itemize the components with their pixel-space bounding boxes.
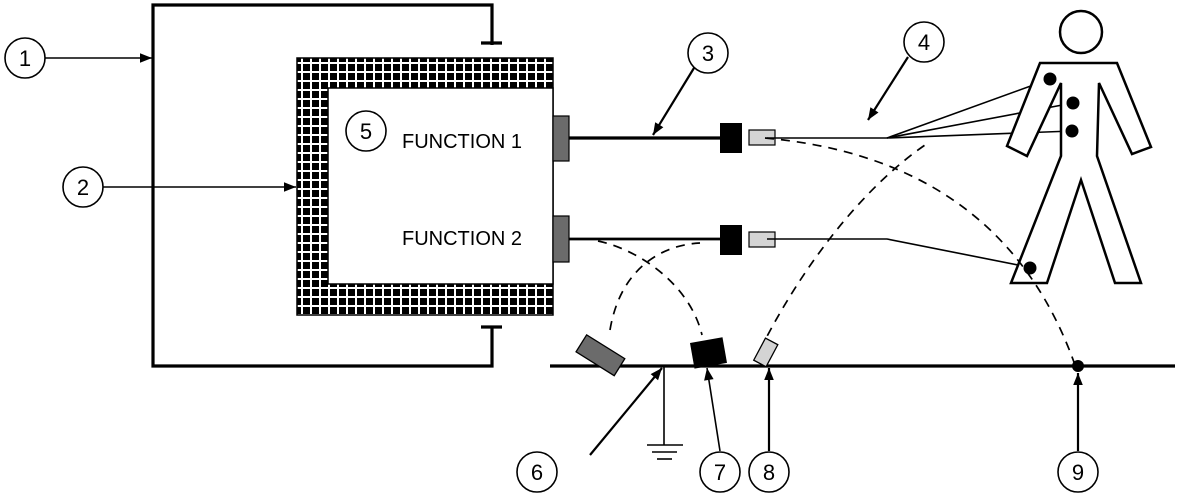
function-2-plug [720,225,742,255]
electrode [1043,72,1057,86]
svg-text:7: 7 [714,460,726,485]
function-1-label: FUNCTION 1 [402,131,522,153]
function-2-panel-connector [552,215,570,263]
grounded-lead-plug [752,337,779,368]
human-figure-icon [1005,9,1153,285]
function-2-label: FUNCTION 2 [402,228,522,250]
callout-leaders [45,53,1083,456]
callout-3: 3 [687,32,729,74]
patient-leads [767,78,1074,268]
callout-1: 1 [4,37,46,79]
callout-5: 5 [345,110,387,152]
callout-6: 6 [516,451,558,493]
function-1-panel-connector [552,115,570,162]
electrode [1066,96,1080,110]
svg-text:6: 6 [531,460,543,485]
shielded-enclosure [296,57,554,316]
svg-text:2: 2 [77,175,89,200]
grounded-panel-connector [575,333,626,377]
electrode [1065,124,1079,138]
svg-text:9: 9 [1072,460,1084,485]
svg-text:1: 1 [19,46,31,71]
callout-8: 8 [748,451,790,493]
callout-4: 4 [903,21,945,63]
svg-text:8: 8 [763,460,775,485]
svg-text:3: 3 [702,41,714,66]
outer-bonding-conductor [151,3,502,368]
dashed-paths [597,137,1076,366]
grounded-plug [689,337,727,369]
callout-7: 7 [699,451,741,493]
callout-9: 9 [1057,451,1099,493]
ground-point [1072,360,1084,372]
equipment-interior [327,87,554,285]
function-1-plug [720,123,742,153]
svg-text:5: 5 [360,119,372,144]
callout-2: 2 [62,166,104,208]
svg-text:4: 4 [918,30,930,55]
ground-symbol-icon [647,366,683,460]
electrode [1023,261,1037,275]
